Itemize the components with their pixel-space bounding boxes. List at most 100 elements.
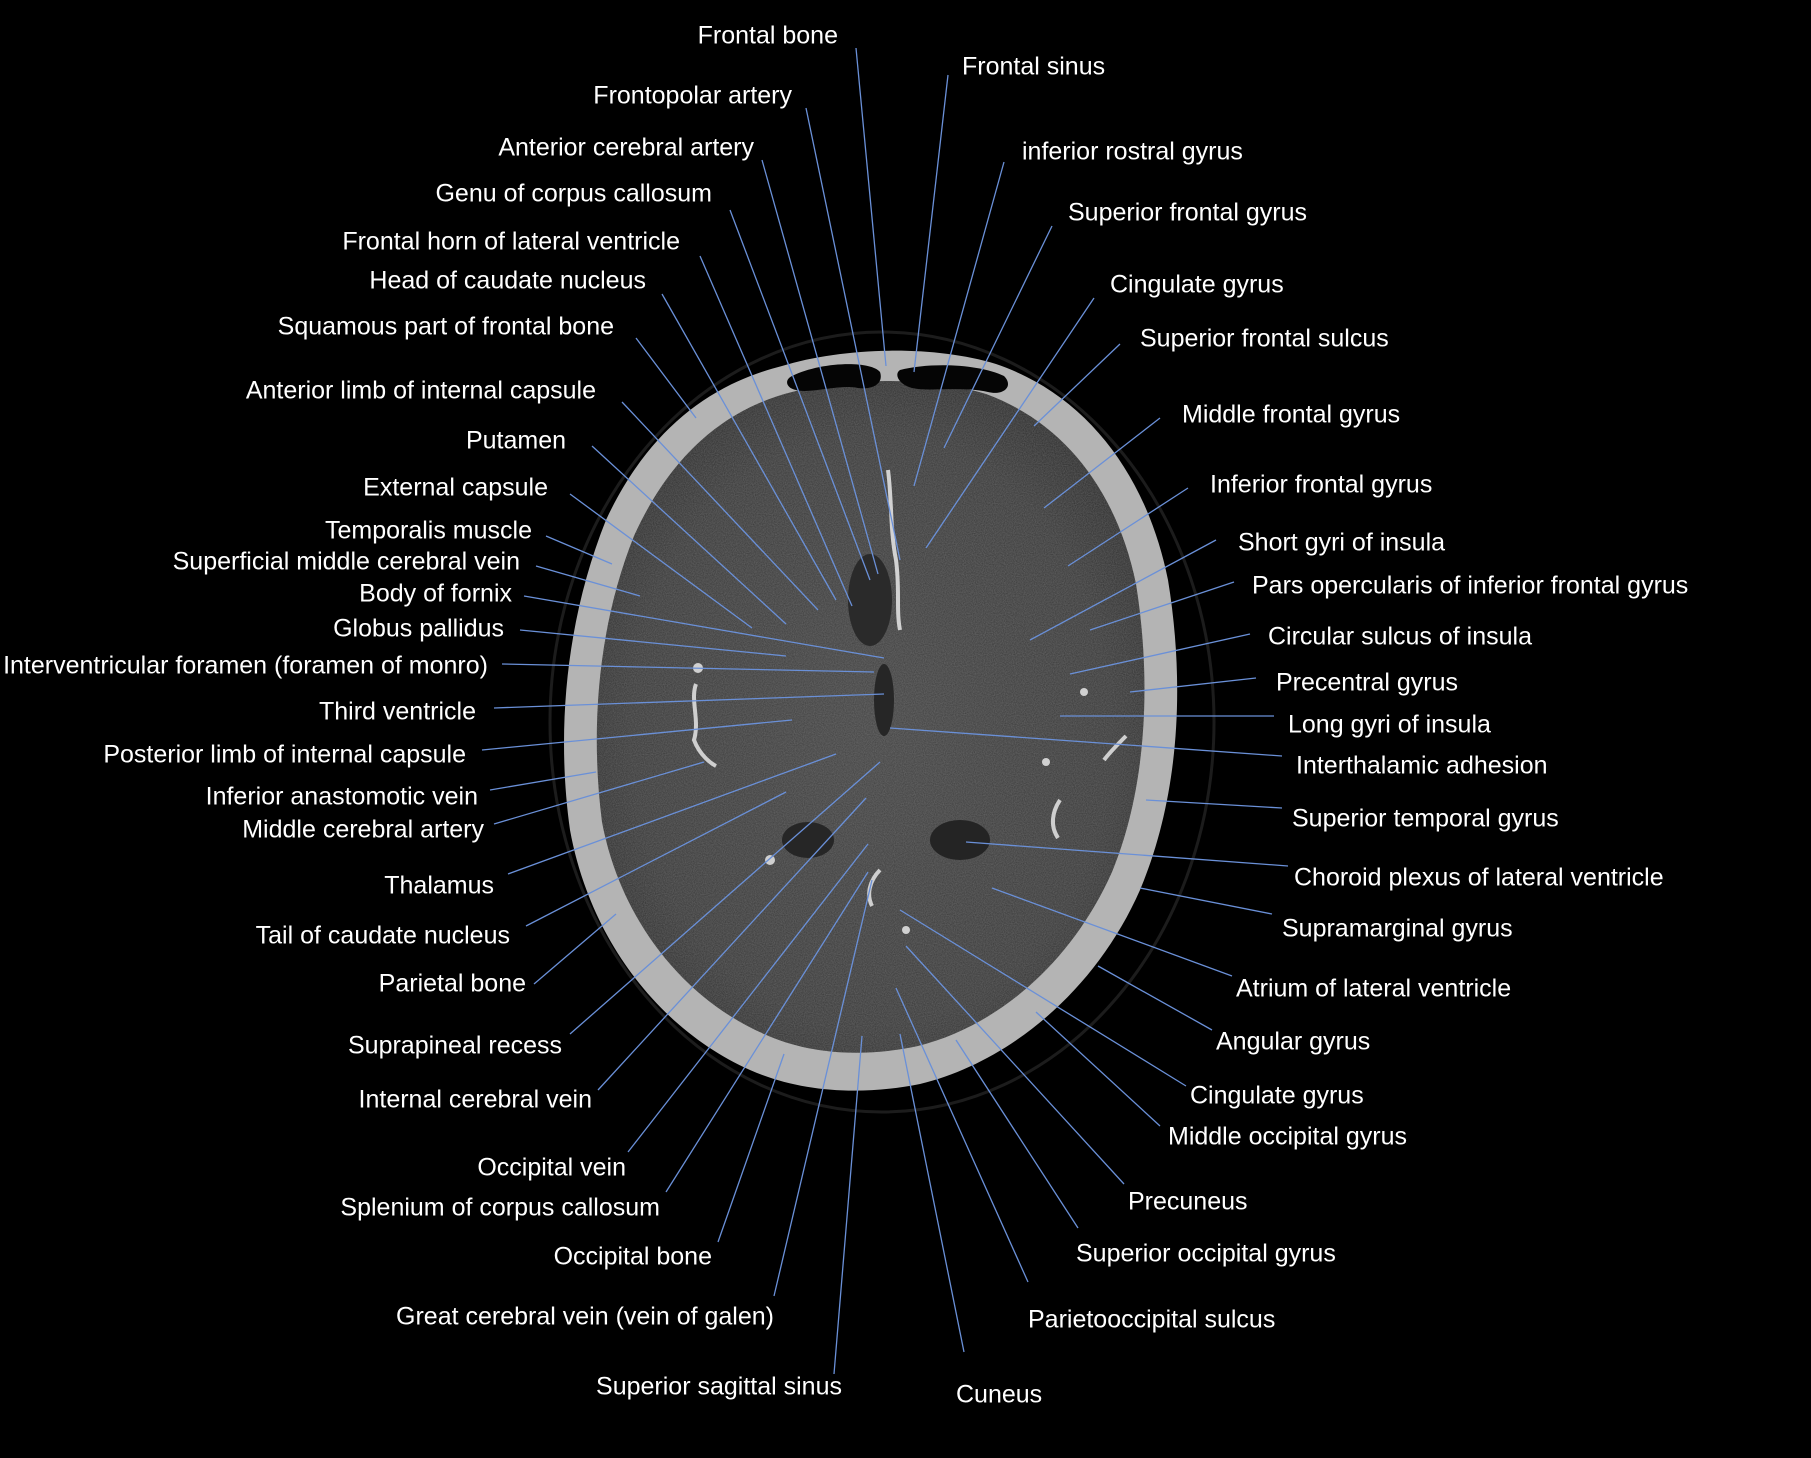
- label-anterior-limb: Anterior limb of internal capsule: [246, 377, 596, 405]
- ct-scan-image: [548, 330, 1216, 1114]
- leader-body-fornix: [523, 595, 885, 659]
- label-angular-gyrus: Angular gyrus: [1216, 1028, 1370, 1056]
- mca-right: [1102, 734, 1128, 762]
- leader-inferior-anastomotic-vein: [489, 771, 597, 791]
- leader-interthalamic-adhesion: [889, 727, 1283, 757]
- leader-angular-gyrus: [1097, 965, 1213, 1031]
- label-interthalamic-adhesion: Interthalamic adhesion: [1296, 752, 1548, 780]
- leader-superior-sagittal-sinus: [833, 1035, 863, 1375]
- label-frontopolar-artery: Frontopolar artery: [593, 82, 792, 110]
- leader-anterior-cerebral-artery: [761, 159, 879, 575]
- leader-temporalis: [545, 535, 613, 565]
- label-cingulate-anterior: Cingulate gyrus: [1110, 271, 1284, 299]
- leader-cuneus: [899, 1033, 965, 1353]
- mca-left: [691, 683, 717, 768]
- leader-supramarginal: [1139, 887, 1273, 915]
- leader-choroid-plexus: [965, 841, 1289, 867]
- leader-great-cerebral-vein: [773, 879, 873, 1297]
- leader-squamous: [635, 337, 697, 419]
- leader-putamen: [591, 445, 787, 625]
- label-inferior-anastomotic-vein: Inferior anastomotic vein: [206, 783, 478, 811]
- frontal-horns: [848, 554, 892, 646]
- label-splenium: Splenium of corpus callosum: [340, 1194, 660, 1222]
- frontal-sinus-cavity: [787, 364, 881, 391]
- label-posterior-limb: Posterior limb of internal capsule: [103, 741, 466, 769]
- label-mca: Middle cerebral artery: [242, 816, 484, 844]
- label-precentral-gyrus: Precentral gyrus: [1276, 669, 1458, 697]
- label-cuneus: Cuneus: [956, 1381, 1042, 1409]
- atrium-shape: [930, 820, 990, 860]
- label-suprapineal-recess: Suprapineal recess: [348, 1032, 562, 1060]
- leader-internal-cerebral-vein: [597, 797, 867, 1091]
- label-tail-caudate: Tail of caudate nucleus: [256, 922, 510, 950]
- label-supramarginal: Supramarginal gyrus: [1282, 915, 1513, 943]
- leader-cingulate-anterior: [925, 297, 1095, 549]
- leader-mca: [493, 761, 705, 825]
- leader-lines: [481, 47, 1289, 1375]
- vessel-dot: [1080, 688, 1088, 696]
- leader-middle-occipital-gyrus: [1035, 1011, 1161, 1127]
- label-frontal-sinus: Frontal sinus: [962, 53, 1105, 81]
- label-putamen: Putamen: [466, 427, 566, 455]
- leader-frontal-bone: [855, 47, 887, 367]
- tissue-texture: [596, 381, 1145, 1053]
- label-frontal-horn: Frontal horn of lateral ventricle: [342, 228, 680, 256]
- label-temporalis: Temporalis muscle: [325, 517, 532, 545]
- label-superior-occipital-gyrus: Superior occipital gyrus: [1076, 1240, 1336, 1268]
- label-frontal-bone: Frontal bone: [698, 22, 838, 50]
- leader-cingulate-posterior: [899, 909, 1187, 1087]
- leader-frontopolar-artery: [805, 107, 901, 561]
- atrium-shape-left: [782, 822, 834, 858]
- label-squamous: Squamous part of frontal bone: [278, 313, 614, 341]
- leader-superior-frontal-sulcus: [1033, 343, 1121, 427]
- vein-right: [1051, 798, 1062, 840]
- leader-head-caudate: [661, 293, 837, 601]
- label-cingulate-posterior: Cingulate gyrus: [1190, 1082, 1364, 1110]
- label-long-gyri: Long gyri of insula: [1288, 711, 1491, 739]
- leader-inferior-frontal-gyrus: [1067, 487, 1189, 567]
- leader-superior-occipital-gyrus: [955, 1039, 1079, 1229]
- leader-superior-temporal-gyrus: [1145, 799, 1283, 809]
- label-inferior-frontal-gyrus: Inferior frontal gyrus: [1210, 471, 1432, 499]
- label-parietal-bone: Parietal bone: [379, 970, 526, 998]
- leader-occipital-vein: [627, 843, 869, 1153]
- label-occipital-vein: Occipital vein: [477, 1154, 626, 1182]
- label-circular-sulcus: Circular sulcus of insula: [1268, 623, 1532, 651]
- leader-anterior-limb: [621, 401, 819, 611]
- label-thalamus: Thalamus: [384, 872, 494, 900]
- leader-frontal-sinus: [913, 74, 949, 373]
- leader-posterior-limb: [481, 719, 793, 751]
- label-globus-pallidus: Globus pallidus: [333, 615, 504, 643]
- leader-tail-caudate: [525, 791, 787, 927]
- label-superior-frontal-gyrus: Superior frontal gyrus: [1068, 199, 1307, 227]
- label-superior-sagittal-sinus: Superior sagittal sinus: [596, 1373, 842, 1401]
- vessel-dot: [1042, 758, 1050, 766]
- label-interventricular-foramen: Interventricular foramen (foramen of mon…: [3, 652, 488, 680]
- label-middle-frontal-gyrus: Middle frontal gyrus: [1182, 401, 1400, 429]
- label-pars-opercularis: Pars opercularis of inferior frontal gyr…: [1252, 572, 1688, 600]
- leader-short-gyri: [1029, 539, 1217, 641]
- leader-middle-frontal-gyrus: [1043, 417, 1161, 509]
- label-great-cerebral-vein: Great cerebral vein (vein of galen): [396, 1303, 774, 1331]
- leader-precentral-gyrus: [1129, 677, 1257, 693]
- label-parietooccipital-sulcus: Parietooccipital sulcus: [1028, 1306, 1275, 1334]
- leader-interventricular-foramen: [501, 663, 875, 673]
- leader-superficial-mcv: [535, 565, 641, 597]
- leader-occipital-bone: [717, 1053, 785, 1243]
- label-precuneus: Precuneus: [1128, 1188, 1248, 1216]
- leader-frontal-horn: [699, 255, 853, 607]
- label-superior-temporal-gyrus: Superior temporal gyrus: [1292, 805, 1559, 833]
- vessel-dot: [902, 926, 910, 934]
- leader-third-ventricle: [493, 693, 885, 709]
- leader-superior-frontal-gyrus: [943, 225, 1053, 449]
- leader-thalamus: [507, 753, 837, 875]
- leader-genu: [729, 209, 871, 581]
- label-inferior-rostral-gyrus: inferior rostral gyrus: [1022, 138, 1243, 166]
- label-atrium: Atrium of lateral ventricle: [1236, 975, 1511, 1003]
- leader-pars-opercularis: [1089, 581, 1235, 631]
- leader-splenium: [665, 871, 869, 1193]
- leader-inferior-rostral-gyrus: [913, 161, 1005, 487]
- label-short-gyri: Short gyri of insula: [1238, 529, 1445, 557]
- leader-circular-sulcus: [1069, 633, 1251, 675]
